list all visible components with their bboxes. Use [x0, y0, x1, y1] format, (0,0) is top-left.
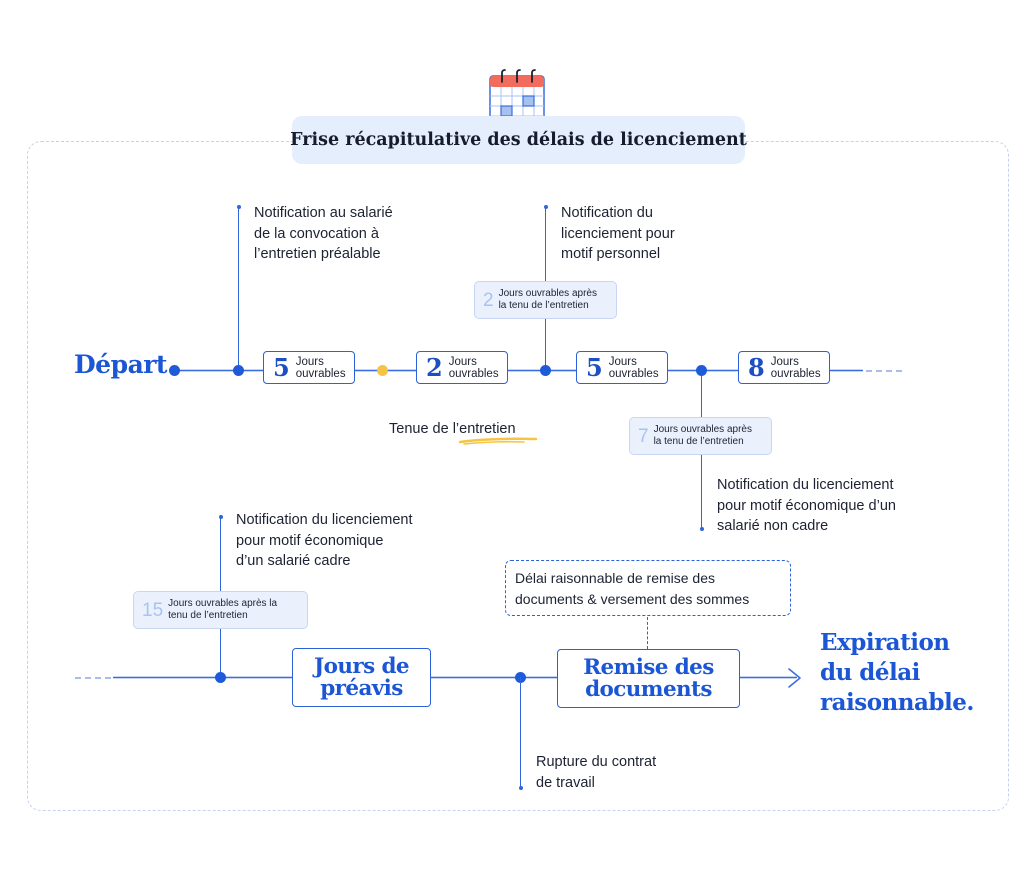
- personal-dot: [540, 365, 551, 376]
- rupture-text: Rupture du contrat de travail: [536, 754, 657, 791]
- convocation-text: Notification au salarié de la convocatio…: [254, 205, 393, 262]
- cadre-connector-tip: [218, 515, 223, 519]
- start-dot: [169, 365, 180, 376]
- calendar-icon: [489, 69, 545, 127]
- rupture-connector: [520, 677, 521, 788]
- convocation-connector: [238, 207, 239, 370]
- cadre-dot: [215, 672, 226, 683]
- non-cadre-connector-tip: [699, 527, 704, 531]
- timeline-row-1: [176, 369, 863, 372]
- interview-dot: [377, 365, 388, 376]
- convocation-dot: [233, 365, 244, 376]
- end-label: Expiration du délai raisonnable.: [820, 629, 974, 716]
- page-title: Frise récapitulative des délais de licen…: [290, 130, 747, 150]
- convocation-connector-tip: [236, 205, 241, 209]
- rupture-connector-tip: [518, 786, 523, 790]
- arrow-right-icon: [788, 668, 801, 688]
- personal-connector-tip: [543, 205, 548, 209]
- reasonable-delay-connector: [647, 617, 648, 649]
- timeline-row-1-extension: [866, 370, 902, 372]
- title-banner: Frise récapitulative des délais de licen…: [290, 116, 747, 164]
- timeline-row-2: [113, 676, 797, 679]
- reasonable-delay-note: Délai raisonnable de remise des document…: [505, 560, 791, 616]
- personal-text: Notification du licenciement pour motif …: [561, 205, 675, 262]
- non-cadre-dot: [696, 365, 707, 376]
- non-cadre-text: Notification du licenciement pour motif …: [717, 477, 896, 534]
- start-label: Départ: [74, 350, 167, 379]
- timeline-row-2-extension: [75, 677, 111, 679]
- interview-underline: [458, 437, 538, 445]
- interview-label: Tenue de l’entretien: [389, 421, 516, 437]
- cadre-text: Notification du licenciement pour motif …: [236, 512, 413, 569]
